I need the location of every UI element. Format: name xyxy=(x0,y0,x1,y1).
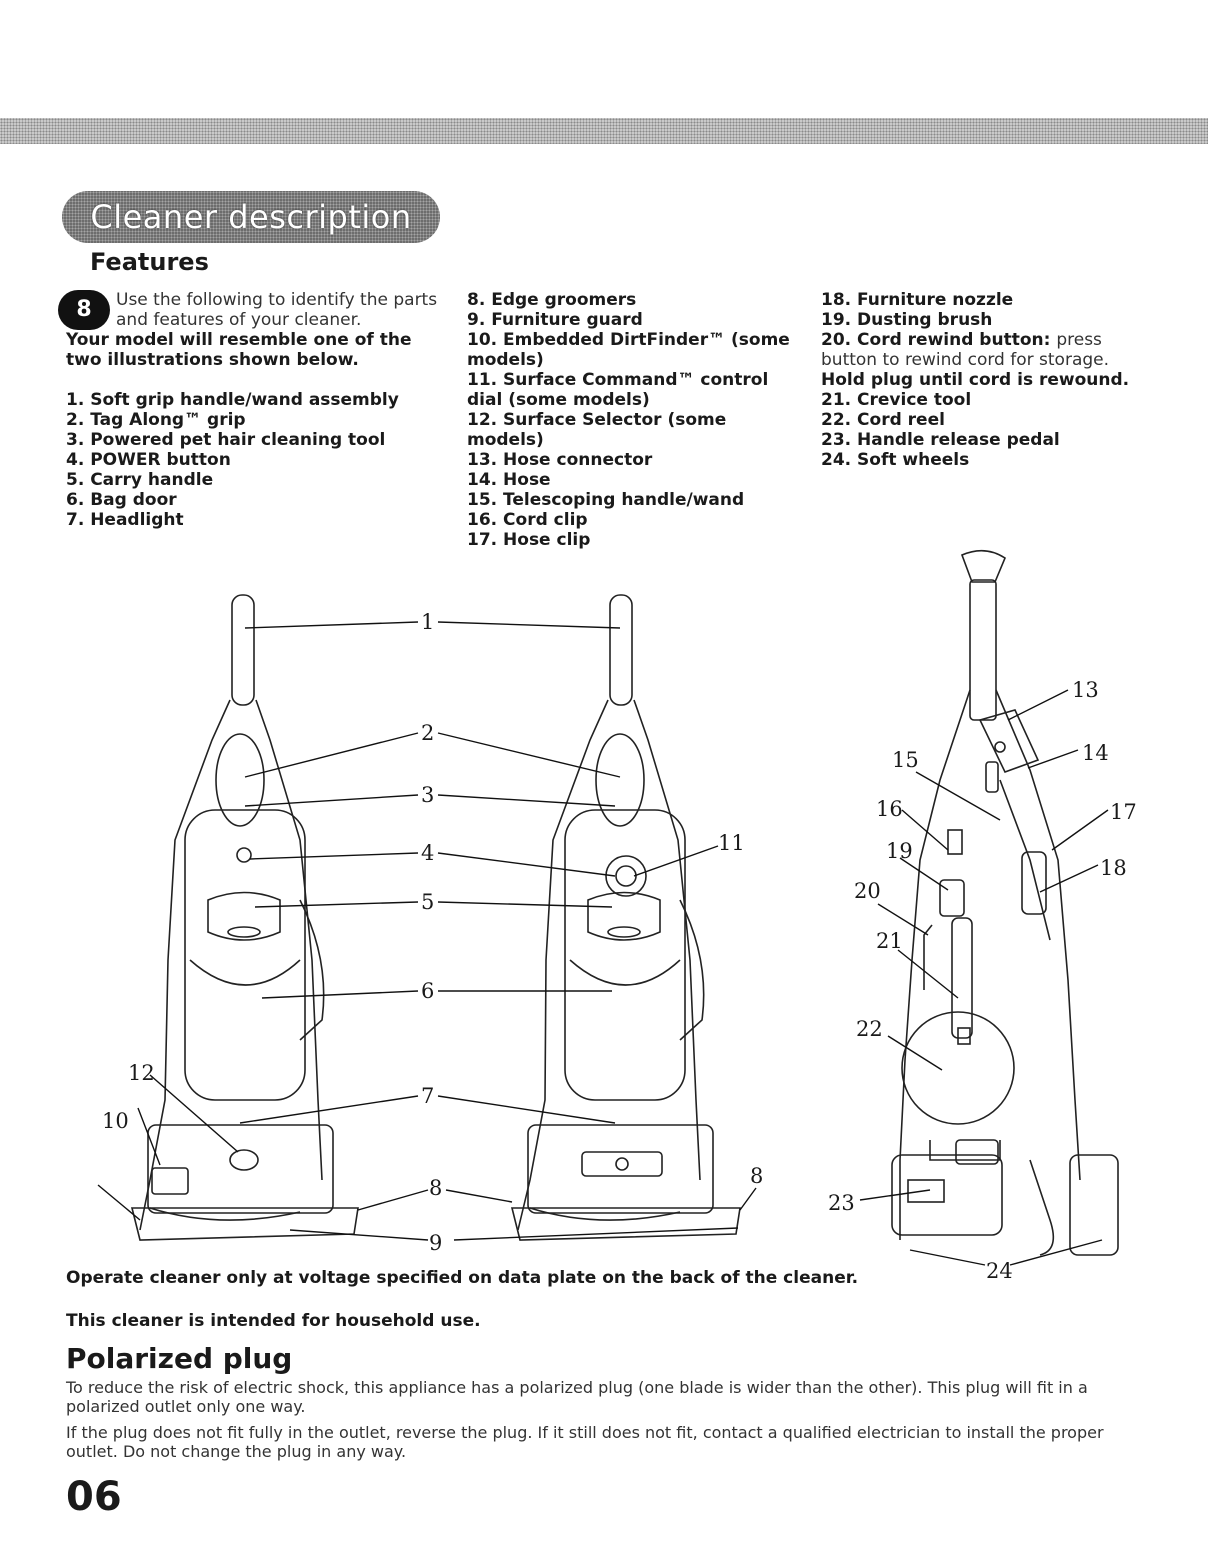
features-column-2: 8. Edge groomers 9. Furniture guard 10. … xyxy=(467,290,802,550)
features-column-3: 18. Furniture nozzle 19. Dusting brush 2… xyxy=(821,290,1151,470)
features-heading: Features xyxy=(90,248,209,276)
vacuum-back-drawing xyxy=(891,549,1119,1256)
part-item: 5. Carry handle xyxy=(66,470,214,490)
part-item: 12. Surface Selector (some models) xyxy=(467,410,727,450)
callout-leader-lines xyxy=(97,621,1109,1266)
parts-list-3: 18. Furniture nozzle 19. Dusting brush 2… xyxy=(821,290,1151,470)
polarized-plug-paragraph-2: If the plug does not fit fully in the ou… xyxy=(66,1423,1104,1461)
part-item: 3. Powered pet hair cleaning tool xyxy=(66,430,386,450)
part-item-20-text: press button to rewind cord for storage. xyxy=(821,330,1110,370)
callout-11: 11 xyxy=(718,831,745,855)
callout-3: 3 xyxy=(421,783,434,807)
household-note: This cleaner is intended for household u… xyxy=(66,1311,481,1331)
part-item: 15. Telescoping handle/wand xyxy=(467,490,745,510)
polarized-plug-paragraph-1: To reduce the risk of electric shock, th… xyxy=(66,1378,1088,1416)
callout-7: 7 xyxy=(421,1084,434,1108)
callout-18: 18 xyxy=(1100,856,1127,880)
part-item: 13. Hose connector xyxy=(467,450,653,470)
part-item-20-bold: Hold plug until cord is rewound. xyxy=(821,370,1130,390)
part-item: 16. Cord clip xyxy=(467,510,588,530)
section-title-banner: Cleaner description xyxy=(62,191,440,243)
part-item: 1. Soft grip handle/wand assembly xyxy=(66,390,399,410)
callout-16: 16 xyxy=(876,797,903,821)
part-item: 22. Cord reel xyxy=(821,410,945,430)
intro-bold-text: Your model will resemble one of the two … xyxy=(66,330,412,370)
callout-10: 10 xyxy=(102,1109,129,1133)
step-number-badge: 8 xyxy=(58,290,110,330)
part-item: 14. Hose xyxy=(467,470,551,490)
part-item: 9. Furniture guard xyxy=(467,310,643,330)
callout-6: 6 xyxy=(421,979,434,1003)
part-item-20-label: 20. Cord rewind button: xyxy=(821,330,1051,350)
parts-list-2: 8. Edge groomers 9. Furniture guard 10. … xyxy=(467,290,802,550)
parts-list-1: 1. Soft grip handle/wand assembly 2. Tag… xyxy=(66,390,446,530)
voltage-note: Operate cleaner only at voltage specifie… xyxy=(66,1268,859,1288)
callout-19: 19 xyxy=(886,839,913,863)
page-number: 06 xyxy=(66,1474,122,1520)
vacuum-diagram-svg: 1 2 3 4 5 6 7 8 8 9 10 11 12 13 14 15 16… xyxy=(97,549,1137,1283)
callout-22: 22 xyxy=(856,1017,883,1041)
polarized-plug-heading: Polarized plug xyxy=(66,1342,293,1375)
callout-17: 17 xyxy=(1110,800,1137,824)
callout-20: 20 xyxy=(854,879,881,903)
vacuum-right-drawing xyxy=(510,594,741,1241)
part-item: 19. Dusting brush xyxy=(821,310,993,330)
callout-labels: 1 2 3 4 5 6 7 8 8 9 10 11 12 13 14 15 16… xyxy=(102,610,1137,1283)
callout-8-center: 8 xyxy=(429,1176,442,1200)
decorative-top-band xyxy=(0,118,1208,144)
part-item: 17. Hose clip xyxy=(467,530,591,550)
part-item: 18. Furniture nozzle xyxy=(821,290,1014,310)
section-title: Cleaner description xyxy=(90,198,412,236)
callout-23: 23 xyxy=(828,1191,855,1215)
intro-text: Use the following to identify the parts … xyxy=(116,290,438,330)
callout-15: 15 xyxy=(892,748,919,772)
callout-13: 13 xyxy=(1072,678,1099,702)
part-item: 21. Crevice tool xyxy=(821,390,972,410)
part-item: 24. Soft wheels xyxy=(821,450,970,470)
callout-1: 1 xyxy=(421,610,434,634)
vacuum-left-drawing xyxy=(130,594,359,1241)
callout-14: 14 xyxy=(1082,741,1109,765)
part-item: 2. Tag Along™ grip xyxy=(66,410,246,430)
callout-9: 9 xyxy=(429,1231,442,1255)
callout-8-right: 8 xyxy=(750,1164,763,1188)
callout-4: 4 xyxy=(421,841,434,865)
vacuum-illustrations: 1 2 3 4 5 6 7 8 8 9 10 11 12 13 14 15 16… xyxy=(0,540,1208,1300)
callout-5: 5 xyxy=(421,890,434,914)
part-item: 11. Surface Command™ control dial (some … xyxy=(467,370,769,410)
features-column-1: 8 Use the following to identify the part… xyxy=(58,290,446,530)
part-item: 4. POWER button xyxy=(66,450,231,470)
part-item-20: 20. Cord rewind button: press button to … xyxy=(821,330,1151,390)
callout-12: 12 xyxy=(128,1061,155,1085)
part-item: 7. Headlight xyxy=(66,510,184,530)
callout-21: 21 xyxy=(876,929,903,953)
part-item: 10. Embedded DirtFinder™ (some models) xyxy=(467,330,790,370)
callout-2: 2 xyxy=(421,721,434,745)
part-item: 8. Edge groomers xyxy=(467,290,637,310)
callout-24: 24 xyxy=(986,1259,1013,1283)
part-item: 23. Handle release pedal xyxy=(821,430,1060,450)
part-item: 6. Bag door xyxy=(66,490,177,510)
